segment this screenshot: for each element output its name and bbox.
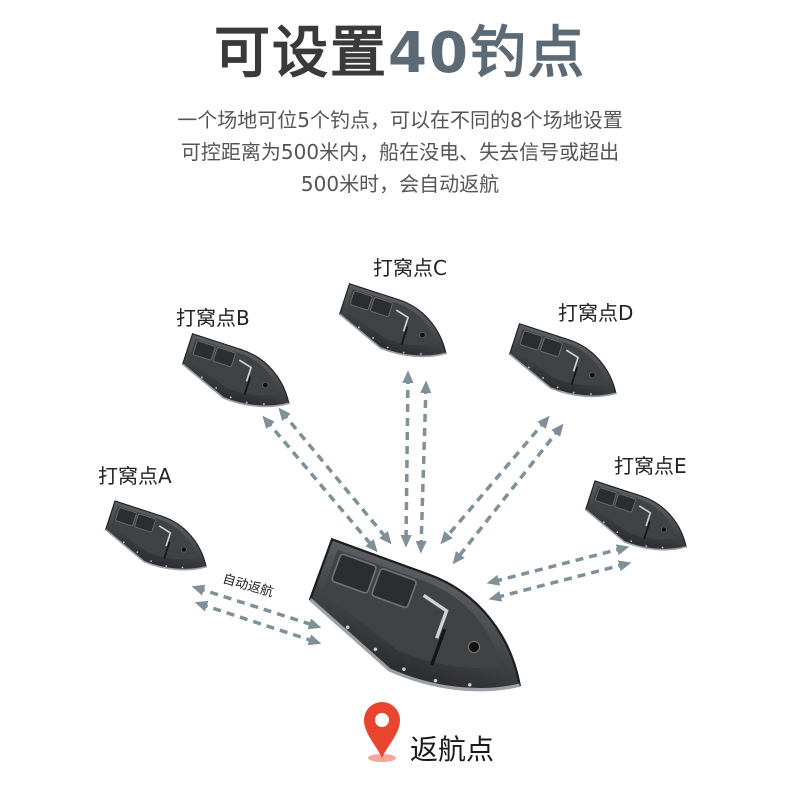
boat-b: [175, 332, 301, 419]
boat-c: [332, 282, 458, 369]
point-label-c: 打窝点C: [373, 256, 447, 280]
route-arrow-a-inner: [194, 600, 322, 646]
route-arrow-b-1: [262, 415, 378, 553]
description-line-2: 可控距离为500米内，船在没电、失去信号或超出: [180, 140, 620, 164]
point-label-e: 打窝点E: [614, 454, 687, 478]
route-arrow-e-1: [486, 544, 630, 586]
page-title: 可设置40钓点: [0, 14, 800, 94]
boat-a: [99, 500, 218, 582]
point-label-a: 打窝点A: [98, 464, 172, 488]
route-arrow-c-1: [400, 370, 414, 548]
route-arrow-e-2: [488, 560, 632, 602]
title-part-2: 40钓点: [388, 21, 586, 86]
route-arrow-c-2: [415, 380, 432, 554]
home-point-label: 返航点: [410, 733, 495, 766]
route-arrow-d-1: [440, 415, 550, 545]
boat-e: [579, 480, 698, 562]
description-line-3: 500米时，会自动返航: [300, 172, 500, 196]
location-pin-icon: [364, 702, 400, 762]
route-arrow-d-2: [452, 423, 564, 565]
boat-home: [294, 537, 547, 716]
title-part-1: 可设置: [214, 21, 389, 86]
point-label-d: 打窝点D: [558, 301, 634, 325]
route-arrow-b-2: [278, 407, 392, 545]
description: 一个场地可位5个钓点，可以在不同的8个场地设置 可控距离为500米内，船在没电、…: [0, 104, 800, 200]
description-line-1: 一个场地可位5个钓点，可以在不同的8个场地设置: [177, 108, 623, 132]
boat-d: [502, 322, 628, 409]
point-label-b: 打窝点B: [176, 306, 250, 330]
